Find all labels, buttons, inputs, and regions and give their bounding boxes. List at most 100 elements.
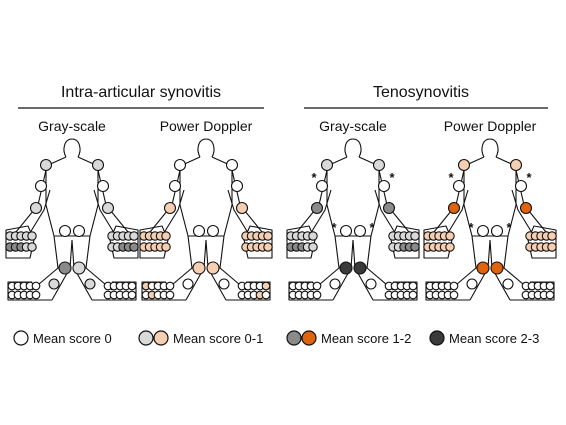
body-figure-ia-powerdoppler [139, 138, 273, 301]
joint-hip-left [72, 224, 86, 238]
joint-mtp-left [545, 281, 555, 291]
joint-shoulder-left [372, 158, 386, 172]
joint-hip-left [490, 224, 504, 238]
joint-elbow-left [230, 179, 244, 193]
joint-mtp-left [127, 281, 137, 291]
legend-swatch-score-0-1-peach [153, 330, 169, 346]
joint-wrist-right [447, 201, 461, 215]
joint-shoulder-right [173, 158, 187, 172]
joint-ankle-left [84, 278, 96, 290]
left-foot-outline [226, 281, 271, 301]
right-foot-outline [141, 281, 186, 301]
right-hand-outline [5, 225, 35, 259]
right-foot-outline [288, 281, 333, 301]
joint-wrist-right [163, 201, 177, 215]
legend-swatch-score-2-3 [429, 330, 445, 346]
torso-outline [179, 156, 233, 237]
joint-toe-right [312, 290, 322, 300]
joint-wrist-left [519, 201, 533, 215]
joint-pip-right [308, 242, 318, 252]
torso-outline [326, 156, 380, 237]
joint-mcp-right [445, 231, 455, 241]
joint-mcp-left [410, 231, 420, 241]
joint-mcp-left [129, 231, 139, 241]
legend-label-score-0-1: Mean score 0-1 [173, 331, 263, 346]
joint-pip-left [410, 242, 420, 252]
joint-knee-left [72, 261, 86, 275]
left-foot-outline [92, 281, 137, 301]
right-foot-outline [425, 281, 470, 301]
joint-mtp-left [408, 281, 418, 291]
head-outline [481, 138, 499, 158]
joint-pip-right [445, 242, 455, 252]
asterisk-marker: * [311, 170, 317, 185]
joint-mcp-right [161, 231, 171, 241]
joint-elbow-right [34, 179, 48, 193]
joint-hip-right [192, 224, 206, 238]
joint-ankle-left [218, 278, 230, 290]
torso-outline [463, 156, 517, 237]
joint-knee-right [58, 261, 72, 275]
left-foot-outline [373, 281, 418, 301]
asterisk-marker: * [369, 220, 375, 235]
joint-wrist-right [310, 201, 324, 215]
joint-shoulder-left [225, 158, 239, 172]
legend-swatch-score-1-2-gray [286, 330, 302, 346]
legend-label-score-1-2: Mean score 1-2 [321, 331, 411, 346]
joint-knee-left [490, 261, 504, 275]
panel-title-teno-powerdoppler: Power Doppler [444, 118, 537, 134]
joint-ankle-left [365, 278, 377, 290]
body-figure-teno-grayscale: * * * * [286, 138, 420, 301]
left-hand-outline [243, 225, 273, 259]
joint-toe-right [449, 290, 459, 300]
legend: Mean score 0 Mean score 0-1 Mean score 1… [13, 330, 539, 346]
asterisk-marker: * [389, 170, 395, 185]
right-hand-outline [423, 225, 453, 259]
joint-knee-right [339, 261, 353, 275]
torso-outline [45, 156, 99, 237]
joint-knee-right [476, 261, 490, 275]
legend-swatch-score-1-2-orange [301, 330, 317, 346]
joint-elbow-left [377, 179, 391, 193]
legend-label-score-2-3: Mean score 2-3 [449, 331, 539, 346]
joint-elbow-right [452, 179, 466, 193]
joint-mtp-right [449, 281, 459, 291]
head-outline [63, 138, 81, 158]
joint-mtp-right [312, 281, 322, 291]
joint-elbow-right [315, 179, 329, 193]
left-hand-outline [527, 225, 557, 259]
panel-title-ia-grayscale: Gray-scale [38, 118, 106, 134]
legend-label-score-0: Mean score 0 [33, 331, 112, 346]
legend-swatch-score-0 [13, 330, 29, 346]
joint-wrist-left [382, 201, 396, 215]
asterisk-marker: * [468, 220, 474, 235]
joint-ankle-right [182, 278, 194, 290]
right-hand-outline [139, 225, 169, 259]
joint-hip-right [476, 224, 490, 238]
joint-pip-right [161, 242, 171, 252]
asterisk-marker: * [506, 220, 512, 235]
joint-wrist-left [101, 201, 115, 215]
joint-toe-right [165, 290, 175, 300]
asterisk-marker: * [526, 170, 532, 185]
joint-mcp-right [27, 231, 37, 241]
joint-mtp-right [165, 281, 175, 291]
joint-knee-right [192, 261, 206, 275]
body-figure-teno-powerdoppler: **** [423, 138, 557, 301]
joint-shoulder-right [320, 158, 334, 172]
joint-wrist-right [29, 201, 43, 215]
joint-hip-left [353, 224, 367, 238]
asterisk-marker: * [331, 220, 337, 235]
joint-ankle-right [466, 278, 478, 290]
joint-ankle-right [329, 278, 341, 290]
joint-shoulder-right [39, 158, 53, 172]
joint-knee-left [206, 261, 220, 275]
joint-shoulder-left [509, 158, 523, 172]
joint-pip-left [129, 242, 139, 252]
joint-mtp-left [261, 281, 271, 291]
joint-hip-left [206, 224, 220, 238]
joint-knee-left [353, 261, 367, 275]
joint-toe-left [261, 290, 271, 300]
joint-mcp-left [263, 231, 273, 241]
joint-pip-right [27, 242, 37, 252]
